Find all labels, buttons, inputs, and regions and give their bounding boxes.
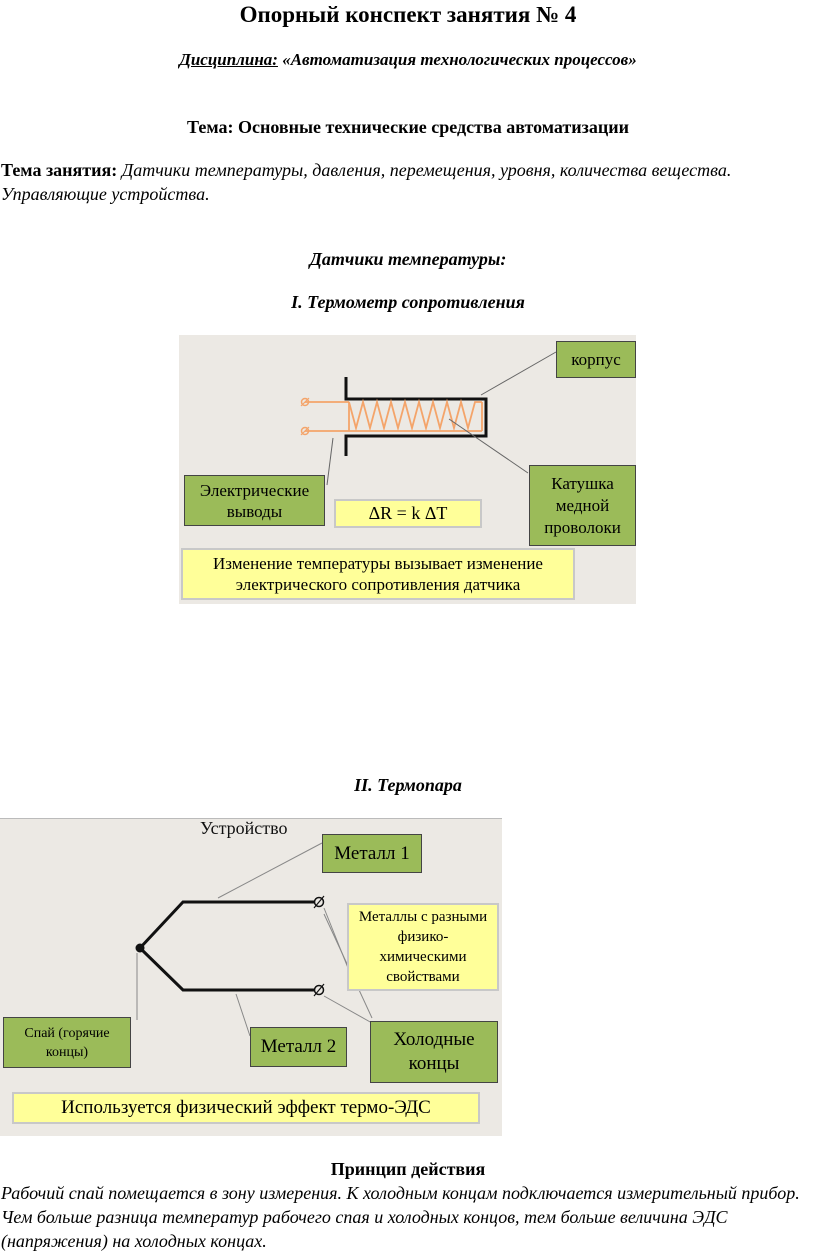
discipline-value: «Автоматизация технологических процессов… bbox=[277, 50, 637, 69]
electrical-leads-label: Электрические выводы bbox=[184, 475, 325, 526]
junction-dot-icon bbox=[135, 943, 145, 953]
lesson-value: Датчики температуры, давления, перемещен… bbox=[1, 160, 732, 204]
metal2-wire bbox=[138, 946, 315, 992]
theme-heading: Тема: Основные технические средства авто… bbox=[187, 117, 629, 137]
coil-pointer bbox=[448, 418, 529, 474]
terminal-slash-top bbox=[300, 397, 310, 407]
thermocouple-drawing bbox=[135, 842, 373, 1037]
metal1-pointer bbox=[217, 842, 323, 899]
principle-heading: Принцип действия bbox=[330, 1159, 486, 1179]
resistance-caption: Изменение температуры вызывает изменение… bbox=[181, 548, 575, 600]
discipline-line: Дисциплина: «Автоматизация технологическ… bbox=[0, 50, 816, 70]
cold-end-terminal-top bbox=[313, 896, 325, 908]
lesson-topic: Тема занятия: Датчики температуры, давле… bbox=[1, 158, 813, 206]
housing-pointer bbox=[480, 351, 557, 396]
cold-end-slash-top bbox=[313, 895, 325, 909]
principle-text: Рабочий спай помещается в зону измерения… bbox=[1, 1183, 800, 1251]
copper-coil-label: Катушка медной проволоки bbox=[529, 465, 636, 546]
terminal-icon-bottom bbox=[300, 426, 310, 436]
cold-end-slash-bottom bbox=[313, 983, 325, 997]
housing-outline bbox=[344, 377, 488, 456]
lesson-label: Тема занятия: bbox=[1, 160, 118, 180]
cold-ends-pointer-bottom bbox=[323, 995, 373, 1024]
page-title: Опорный конспект занятия № 4 bbox=[239, 2, 577, 27]
figure-top-border bbox=[0, 818, 502, 819]
leads-pointer bbox=[326, 437, 334, 486]
sensors-heading: Датчики температуры: bbox=[309, 249, 507, 269]
thermocouple-caption: Используется физический эффект термо-ЭДС bbox=[12, 1092, 480, 1124]
cold-end-terminal-bottom bbox=[313, 984, 325, 996]
metals-properties-label: Металлы с разными физико-химическими сво… bbox=[347, 903, 499, 991]
metal2-label: Металл 2 bbox=[250, 1027, 347, 1067]
formula-label: ΔR = k ΔT bbox=[334, 499, 482, 528]
cold-ends-label: Холодные концы bbox=[370, 1021, 498, 1083]
metal1-wire bbox=[138, 900, 315, 950]
thermocouple-heading: II. Термопара bbox=[354, 775, 462, 795]
discipline-label: Дисциплина: bbox=[179, 50, 278, 69]
terminal-icon-top bbox=[300, 397, 310, 407]
housing-label: корпус bbox=[556, 341, 636, 378]
terminal-slash-bottom bbox=[300, 426, 310, 436]
thermocouple-figure: Устройство Металл 1 Металлы с разными фи… bbox=[0, 818, 502, 1136]
device-label: Устройство bbox=[200, 818, 288, 838]
resistance-thermometer-heading: I. Термометр сопротивления bbox=[291, 292, 525, 312]
metal1-label: Металл 1 bbox=[322, 834, 422, 873]
resistance-thermometer-figure: корпус Электрические выводы ΔR = k ΔT Ка… bbox=[179, 335, 636, 604]
hot-junction-label: Спай (горячие концы) bbox=[3, 1017, 131, 1068]
metal2-pointer bbox=[235, 993, 251, 1037]
copper-coil-icon bbox=[348, 398, 482, 432]
resistance-thermometer-drawing bbox=[300, 351, 557, 486]
